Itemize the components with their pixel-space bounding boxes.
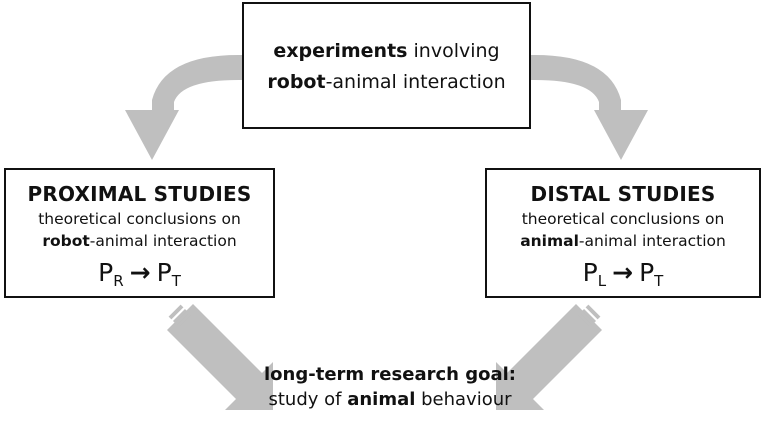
proximal-robot-bold: robot: [42, 232, 90, 250]
experiments-line-2: robot-animal interaction: [244, 67, 529, 98]
formula-from-sub: L: [597, 272, 607, 290]
curved-arrow-left: [125, 55, 242, 160]
formula-from-base: P: [98, 258, 114, 287]
experiments-line-1: experiments involving: [244, 36, 529, 67]
distal-line-1: theoretical conclusions on: [521, 210, 725, 228]
distal-formula: PL→PT: [487, 255, 759, 299]
experiments-line-2-rest: -animal interaction: [325, 71, 506, 93]
proximal-line-2-rest: -animal interaction: [89, 232, 237, 250]
proximal-studies-box: PROXIMAL STUDIES theoretical conclusions…: [4, 168, 275, 298]
formula-from-sub: R: [113, 272, 124, 290]
formula-arrow-icon: →: [129, 258, 151, 287]
proximal-line-2: robot-animal interaction: [6, 230, 273, 252]
distal-animal-bold: animal: [520, 232, 579, 250]
formula-to-base: P: [156, 258, 172, 287]
goal-line-2: study of animal behaviour: [240, 387, 540, 412]
robot-bold: robot: [267, 71, 326, 93]
proximal-heading: PROXIMAL STUDIES: [27, 182, 252, 206]
formula-to-sub: T: [171, 272, 181, 290]
formula-to-sub: T: [654, 272, 664, 290]
experiments-bold: experiments: [273, 40, 408, 62]
distal-heading: DISTAL STUDIES: [530, 182, 716, 206]
goal-line-2-post: behaviour: [415, 389, 512, 410]
curved-arrow-right: [531, 55, 648, 160]
distal-studies-box: DISTAL STUDIES theoretical conclusions o…: [485, 168, 761, 298]
formula-arrow-icon: →: [612, 258, 634, 287]
diagonal-arrow-left: [167, 304, 273, 410]
diagonal-arrow-right: [496, 304, 602, 410]
goal-heading: long-term research goal:: [264, 364, 516, 385]
goal-line-2-pre: study of: [268, 389, 348, 410]
research-goal: long-term research goal: study of animal…: [240, 362, 540, 412]
proximal-formula: PR→PT: [6, 255, 273, 299]
experiments-box: experiments involving robot-animal inter…: [242, 2, 531, 129]
goal-line-1: long-term research goal:: [240, 362, 540, 387]
distal-line-2: animal-animal interaction: [487, 230, 759, 252]
distal-line-2-rest: -animal interaction: [578, 232, 726, 250]
formula-from-base: P: [582, 258, 598, 287]
experiments-line-1-rest: involving: [407, 40, 500, 62]
formula-to-base: P: [639, 258, 655, 287]
goal-animal-bold: animal: [347, 389, 416, 410]
proximal-line-1: theoretical conclusions on: [38, 210, 241, 228]
